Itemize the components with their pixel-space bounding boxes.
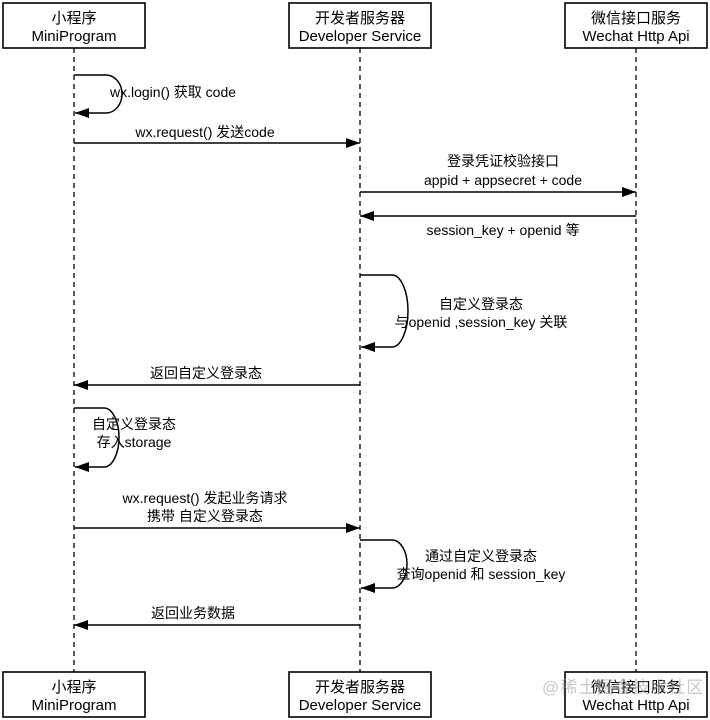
- actor-box: [2, 2, 146, 49]
- actor-label-zh: 开发者服务器: [315, 10, 405, 27]
- actor-label-en: Developer Service: [299, 697, 422, 714]
- self-message-store-storage: [74, 407, 120, 472]
- actor-box: [2, 671, 146, 718]
- message-label: wx.login() 获取 code: [109, 84, 236, 100]
- message-label: 登录凭证校验接口: [447, 153, 559, 169]
- actor-label-en: Wechat Http Api: [582, 28, 689, 45]
- message-label: 与openid ,session_key 关联: [395, 314, 568, 330]
- actor-bottom-wechat-api: 微信接口服务 Wechat Http Api: [564, 671, 708, 718]
- message-label: appid + appsecret + code: [424, 172, 582, 188]
- actor-box: [288, 671, 432, 718]
- actor-label-zh: 微信接口服务: [591, 10, 681, 27]
- message-label: wx.request() 发送code: [134, 124, 274, 140]
- self-message-login-code: [74, 74, 123, 118]
- self-message-query-session: [360, 539, 408, 593]
- actor-label-zh: 小程序: [51, 10, 96, 27]
- message-label: 查询openid 和 session_key: [397, 566, 566, 582]
- actor-bottom-miniprogram: 小程序 MiniProgram: [2, 671, 146, 718]
- actor-box: [564, 671, 708, 718]
- message-label: 返回自定义登录态: [150, 365, 262, 381]
- actor-top-miniprogram: 小程序 MiniProgram: [2, 2, 146, 49]
- message-label: 通过自定义登录态: [425, 548, 537, 564]
- message-label: 存入storage: [97, 434, 172, 450]
- actor-label-en: Wechat Http Api: [582, 697, 689, 714]
- message-label: 自定义登录态: [439, 296, 523, 312]
- message-label: session_key + openid 等: [427, 222, 580, 238]
- actor-label-en: MiniProgram: [31, 697, 116, 714]
- message-label: 携带 自定义登录态: [147, 508, 263, 524]
- message-label: 自定义登录态: [92, 416, 176, 432]
- actor-box: [564, 2, 708, 49]
- actor-bottom-developer-service: 开发者服务器 Developer Service: [288, 671, 432, 718]
- actor-top-developer-service: 开发者服务器 Developer Service: [288, 2, 432, 49]
- actor-label-en: MiniProgram: [31, 28, 116, 45]
- actor-label-zh: 开发者服务器: [315, 679, 405, 696]
- actor-label-zh: 微信接口服务: [591, 679, 681, 696]
- actor-label-zh: 小程序: [51, 679, 96, 696]
- actor-top-wechat-api: 微信接口服务 Wechat Http Api: [564, 2, 708, 49]
- watermark: @稀土掘金技术社区: [542, 678, 704, 697]
- self-message-custom-login: [360, 274, 409, 352]
- message-label: 返回业务数据: [151, 605, 235, 621]
- message-label: wx.request() 发起业务请求: [122, 490, 288, 506]
- actor-label-en: Developer Service: [299, 28, 422, 45]
- actor-box: [288, 2, 432, 49]
